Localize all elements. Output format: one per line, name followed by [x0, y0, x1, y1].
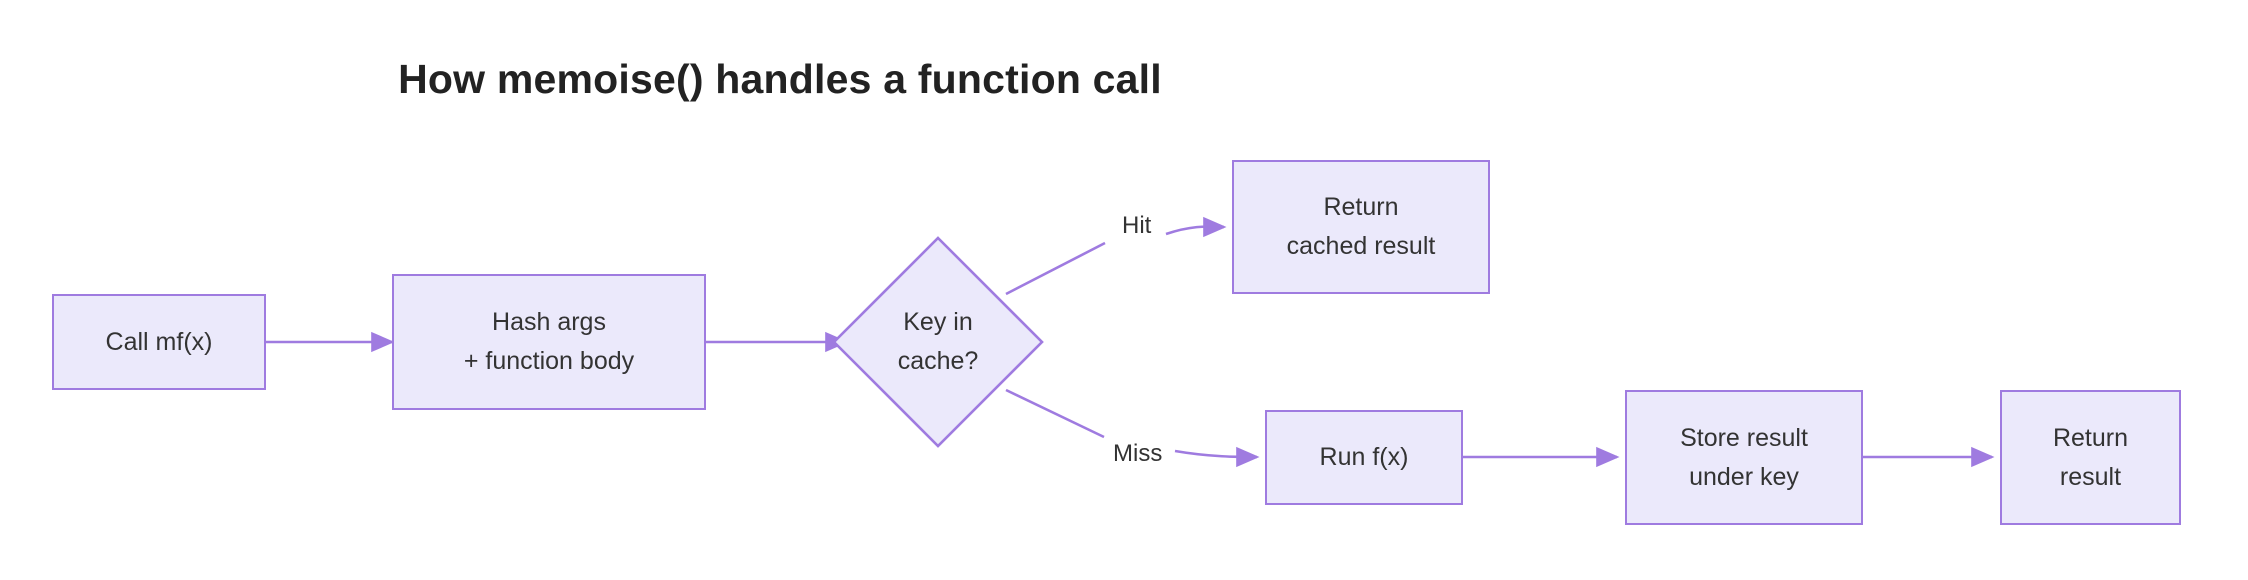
node-key-in-cache-line1: Key in — [903, 308, 973, 337]
node-store-result-line2: under key — [1689, 462, 1799, 491]
diamond-shape — [832, 236, 1044, 448]
node-return-cached-result[interactable]: Return cached result — [1232, 160, 1490, 294]
node-key-in-cache[interactable]: Key in cache? — [832, 236, 1044, 448]
edge-keyincache-to-cached-arrow — [1165, 216, 1227, 238]
node-run-f[interactable]: Run f(x) — [1265, 410, 1463, 505]
node-call-mf[interactable]: Call mf(x) — [52, 294, 266, 390]
page-title: How memoise() handles a function call — [398, 56, 1162, 102]
edge-label-miss: Miss — [1113, 440, 1163, 467]
node-hash-args-line1: Hash args — [492, 308, 606, 337]
node-key-in-cache-text: Key in cache? — [898, 303, 979, 381]
node-store-result[interactable]: Store result under key — [1625, 390, 1863, 525]
node-hash-args[interactable]: Hash args + function body — [392, 274, 706, 410]
node-run-f-line1: Run f(x) — [1319, 443, 1409, 472]
edge-label-hit: Hit — [1122, 212, 1152, 239]
node-return-result[interactable]: Return result — [2000, 390, 2181, 525]
node-return-cached-result-line1: Return — [1323, 193, 1399, 222]
node-hash-args-line2: + function body — [463, 347, 635, 375]
node-store-result-line1: Store result — [1680, 423, 1808, 452]
edge-keyincache-to-runf-arrow — [1174, 446, 1260, 468]
node-return-cached-result-line2: cached result — [1286, 232, 1436, 260]
node-return-result-line1: Return — [2052, 423, 2129, 452]
node-return-result-line2: result — [2059, 462, 2122, 491]
node-call-mf-line1: Call mf(x) — [105, 327, 213, 356]
node-key-in-cache-line2: cache? — [897, 347, 979, 375]
